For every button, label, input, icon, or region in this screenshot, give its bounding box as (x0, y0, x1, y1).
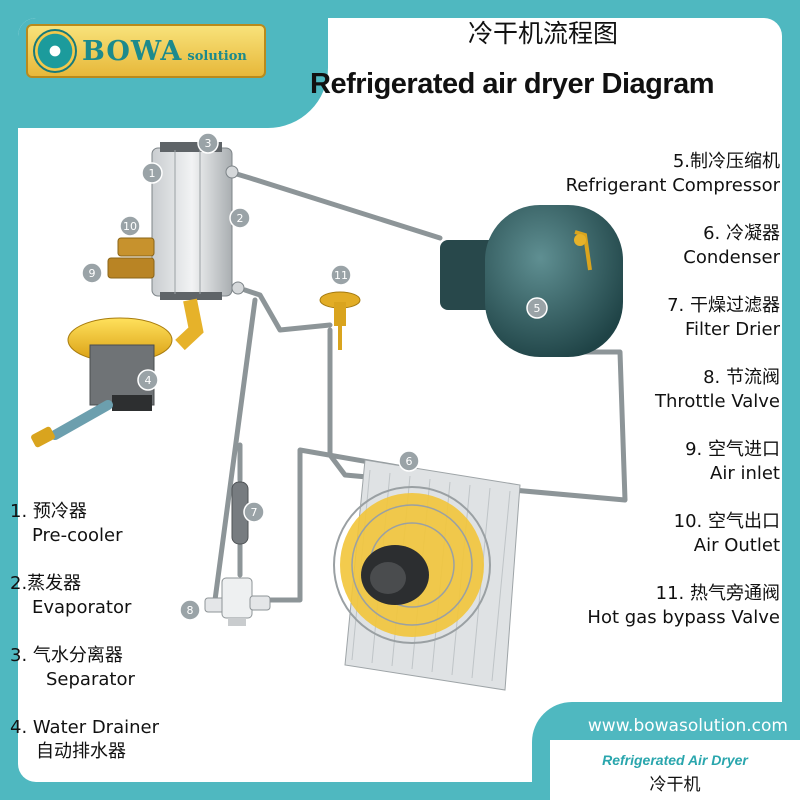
footer-chinese: 冷干机 (649, 775, 701, 795)
component-marker-2: 2 (229, 207, 251, 229)
marker-label: 6 (406, 455, 413, 468)
legend-item-5: 5.制冷压缩机 Refrigerant Compressor (566, 150, 780, 198)
component-marker-5: 5 (526, 297, 548, 319)
bowa-logo: BOWA solution (26, 24, 266, 78)
legend-en: Filter Drier (684, 319, 780, 340)
pipe-condenser-out (267, 447, 418, 603)
legend-item-6: 6. 冷凝器 Condenser (683, 222, 780, 270)
marker-circle (330, 264, 352, 286)
marker-circle (243, 501, 265, 523)
hot-gas-bypass-valve (319, 291, 361, 350)
logo-text: BOWA (82, 35, 183, 67)
marker-label: 3 (205, 137, 212, 150)
legend-item-11: 11. 热气旁通阀 Hot gas bypass Valve (587, 582, 780, 630)
legend-line2: 自动排水器 (36, 741, 126, 762)
legend-en: Throttle Valve (654, 391, 780, 412)
marker-label: 7 (251, 506, 258, 519)
marker-label: 8 (187, 604, 194, 617)
marker-circle (137, 369, 159, 391)
legend-en: Condenser (683, 247, 780, 268)
legend-en: Air Outlet (693, 535, 780, 556)
marker-label: 10 (123, 220, 137, 233)
component-marker-10: 10 (119, 215, 141, 237)
marker-label: 5 (534, 302, 541, 315)
legend-en: Air inlet (710, 463, 780, 484)
component-marker-7: 7 (243, 501, 265, 523)
component-marker-11: 11 (330, 264, 352, 286)
component-marker-8: 8 (179, 599, 201, 621)
pipe-evaporator-drop (212, 297, 258, 603)
marker-circle (229, 207, 251, 229)
legend-cn: 11. 热气旁通阀 (655, 583, 780, 604)
component-number-markers: 1 2 3 4 5 6 7 8 9 10 11 (81, 132, 548, 621)
marker-label: 1 (149, 167, 156, 180)
legend-item-8: 8. 节流阀 Throttle Valve (655, 366, 780, 414)
marker-circle (119, 215, 141, 237)
legend-item-4: 4. Water Drainer 自动排水器 (10, 716, 159, 764)
legend-en: Refrigerant Compressor (565, 175, 780, 196)
marker-circle (398, 450, 420, 472)
legend-cn: 6. 冷凝器 (703, 223, 780, 244)
footer-english: Refrigerated Air Dryer (602, 752, 748, 768)
legend-item-2: 2.蒸发器 Evaporator (10, 572, 131, 620)
title-chinese: 冷干机流程图 (468, 19, 619, 48)
plate-heat-exchanger (151, 142, 245, 300)
legend-item-10: 10. 空气出口 Air Outlet (674, 510, 780, 558)
marker-label: 4 (145, 374, 152, 387)
throttle-valve (204, 577, 271, 626)
legend-line1: 2.蒸发器 (10, 573, 82, 594)
component-marker-3: 3 (197, 132, 219, 154)
website-url: www.bowasolution.com (587, 716, 788, 736)
legend-cn: 10. 空气出口 (673, 511, 780, 532)
legend-line2: Pre-cooler (32, 525, 123, 546)
pipe-bypass (242, 287, 333, 333)
component-marker-9: 9 (81, 262, 103, 284)
air-fittings (107, 237, 204, 351)
legend-line2: Separator (46, 669, 135, 690)
legend-cn: 5.制冷压缩机 (672, 151, 780, 172)
legend-en: Hot gas bypass Valve (587, 607, 780, 628)
legend-line2: Evaporator (32, 597, 132, 618)
marker-circle (197, 132, 219, 154)
legend-item-3: 3. 气水分离器 Separator (10, 644, 135, 692)
legend-cn: 8. 节流阀 (703, 367, 780, 388)
legend-cn: 7. 干燥过滤器 (667, 295, 780, 316)
marker-circle (526, 297, 548, 319)
component-marker-4: 4 (137, 369, 159, 391)
legend-line1: 3. 气水分离器 (10, 645, 123, 666)
marker-label: 2 (237, 212, 244, 225)
logo-subtext: solution (187, 48, 247, 64)
legend-line1: 1. 预冷器 (10, 501, 87, 522)
legend-item-1: 1. 预冷器 Pre-cooler (10, 500, 123, 548)
legend-cn: 9. 空气进口 (685, 439, 780, 460)
title-english: Refrigerated air dryer Diagram (310, 68, 715, 100)
marker-label: 11 (334, 269, 348, 282)
marker-label: 9 (89, 267, 96, 280)
pipe-evaporator-to-compressor (227, 169, 443, 241)
legend-line1: 4. Water Drainer (10, 717, 160, 738)
logo-mark-icon (33, 29, 77, 73)
condenser-fan-unit (333, 459, 521, 691)
marker-circle (179, 599, 201, 621)
component-marker-1: 1 (141, 162, 163, 184)
legend-item-7: 7. 干燥过滤器 Filter Drier (667, 294, 780, 342)
refrigerant-compressor (440, 205, 623, 357)
marker-circle (81, 262, 103, 284)
component-marker-6: 6 (398, 450, 420, 472)
legend-item-9: 9. 空气进口 Air inlet (685, 438, 780, 486)
marker-circle (141, 162, 163, 184)
footer-caption: Refrigerated Air Dryer 冷干机 (550, 740, 800, 800)
